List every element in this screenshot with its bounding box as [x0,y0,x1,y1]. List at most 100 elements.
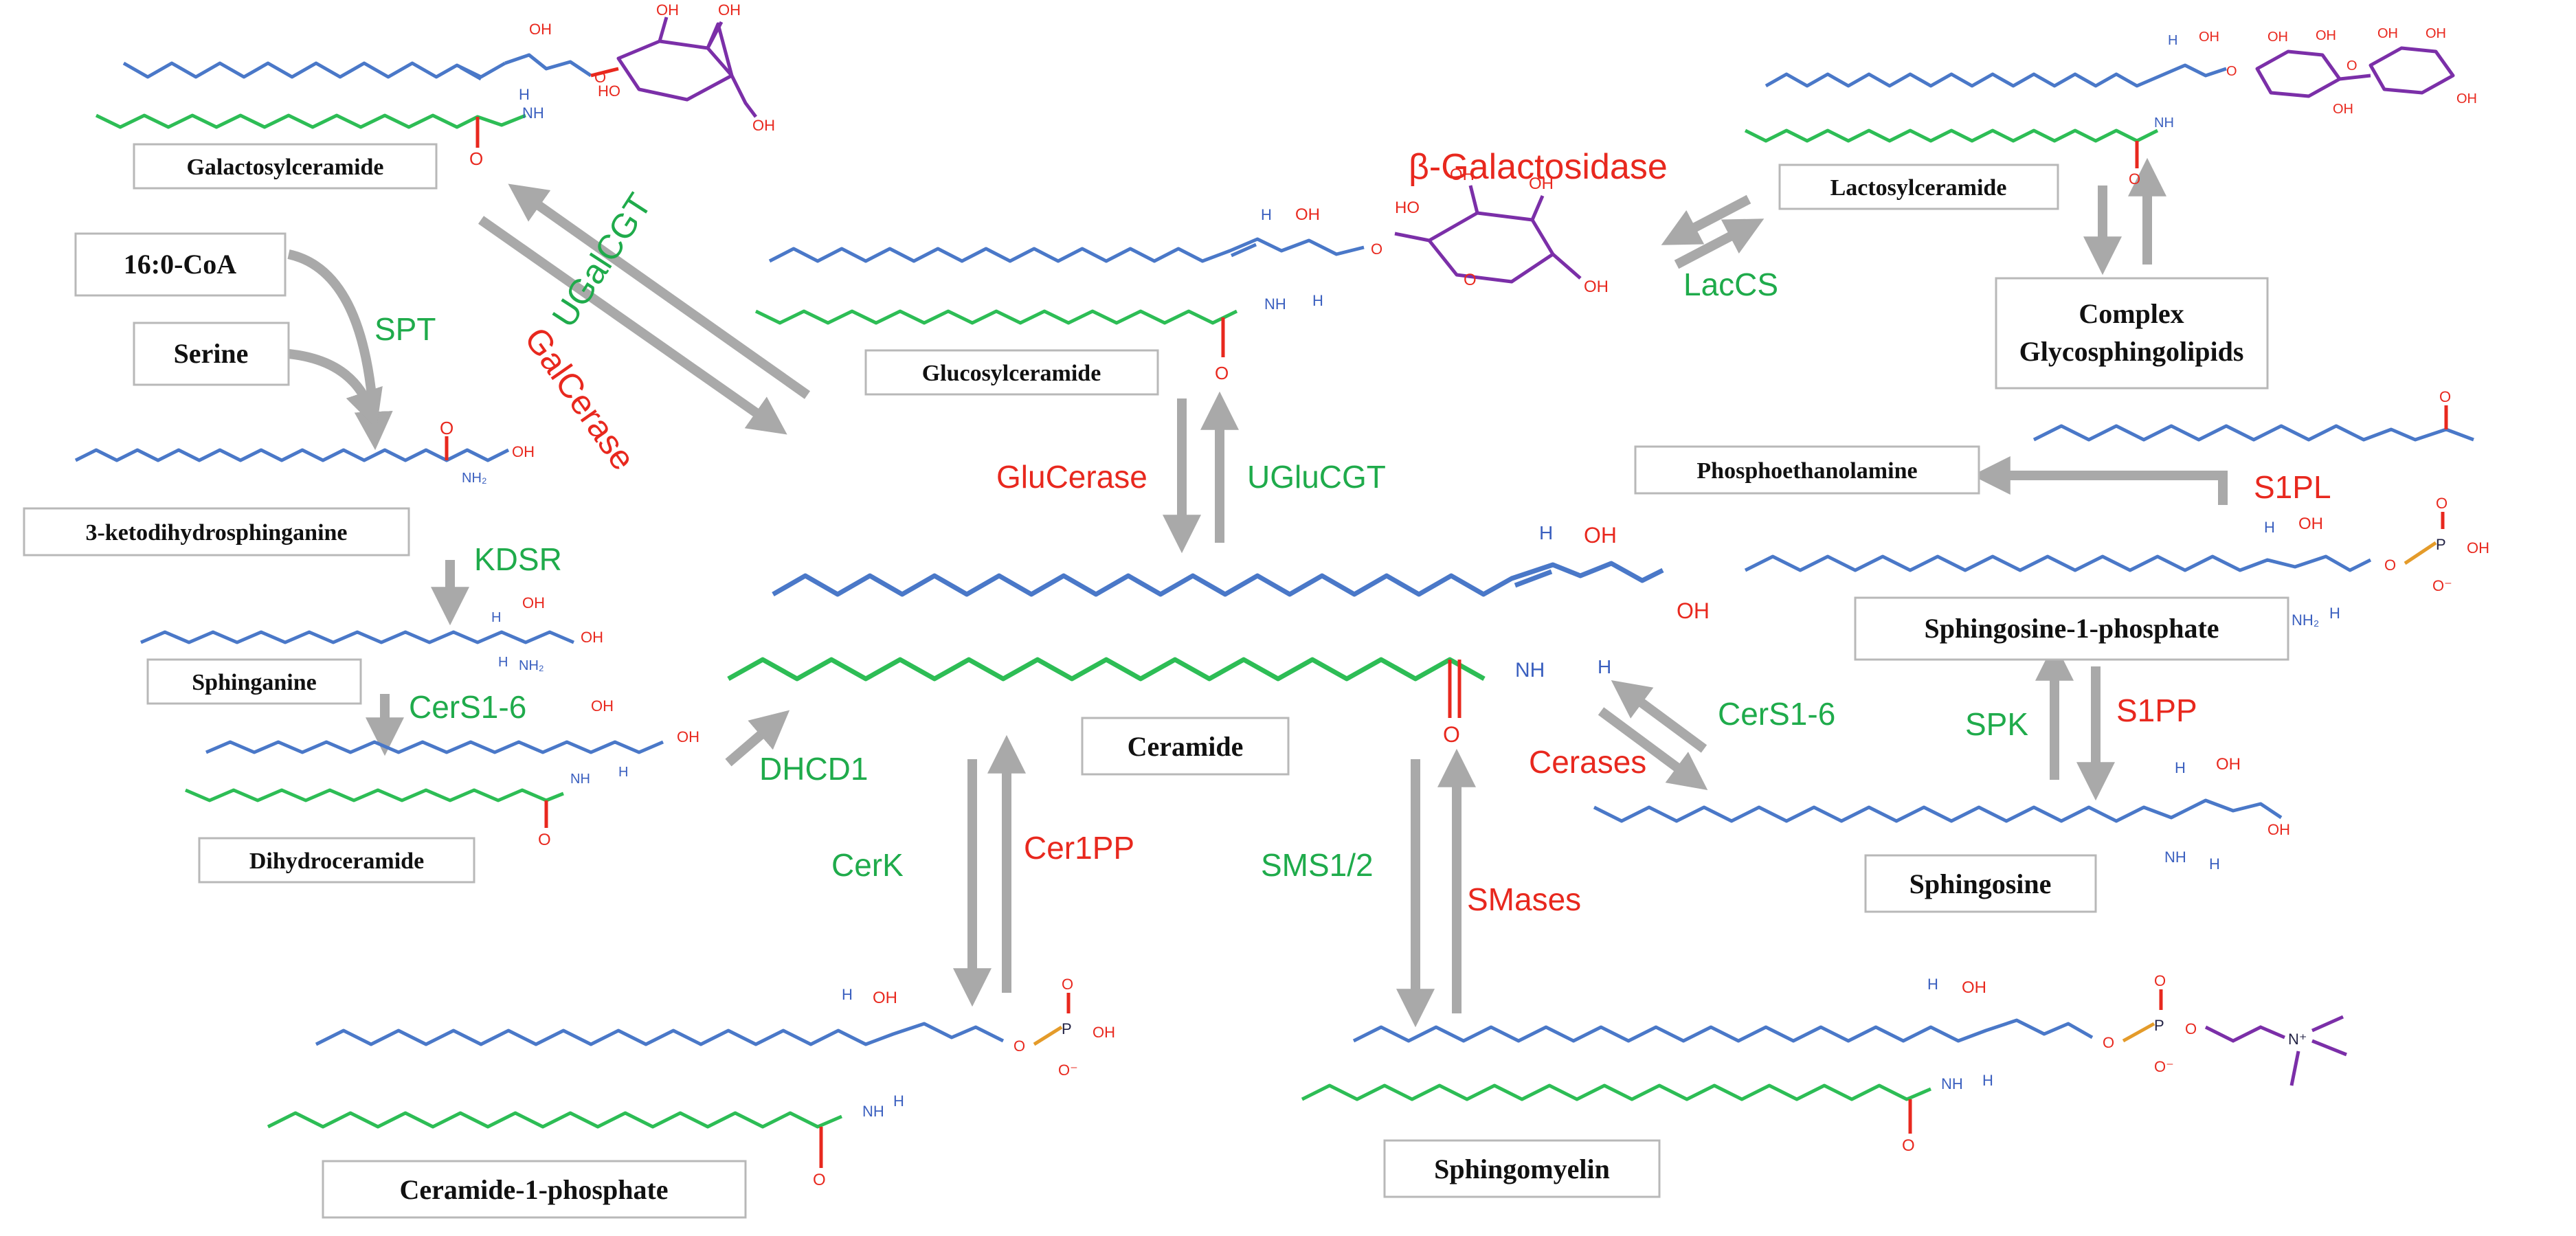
enzyme-smases: SMases [1467,881,1581,917]
svg-text:H: H [1598,656,1611,677]
glucosylceramide-label-box [864,349,1159,396]
svg-text:H: H [618,765,628,780]
molecule-labels: Galactosylceramide 16:0-CoA Serine 3-ket… [23,143,2289,1219]
svg-text:O: O [1902,1136,1915,1155]
enzyme-s1pp: S1PP [2116,693,2197,728]
galactosylceramide-label-box [133,143,438,190]
svg-text:O: O [469,148,483,169]
svg-text:NH₂: NH₂ [2292,611,2319,629]
svg-text:OH: OH [2267,821,2290,838]
svg-text:NH: NH [2164,849,2186,866]
ceramide-1-phosphate-label-box [322,1160,747,1219]
ketodihydrosphinganine-label: 3-ketodihydrosphinganine [85,520,347,546]
ceramide-label-box [1081,717,1290,776]
svg-text:N⁺: N⁺ [2288,1031,2307,1048]
arrow-serine-to-keto [288,349,383,429]
svg-text:O: O [1062,976,1073,993]
svg-text:NH: NH [1515,659,1545,682]
sphinganine-structure: OH H NH₂ H OH [140,594,603,673]
svg-text:OH: OH [1962,978,1986,997]
svg-text:OH: OH [1450,166,1475,184]
svg-text:H: H [519,86,530,103]
svg-text:H: H [1312,292,1323,309]
svg-text:OH: OH [1584,278,1609,296]
enzyme-kdsr: KDSR [474,541,562,577]
svg-text:O⁻: O⁻ [2432,577,2452,594]
svg-text:OH: OH [2456,91,2477,106]
svg-text:O: O [2154,972,2166,989]
enzyme-spk: SPK [1965,706,2028,742]
svg-text:OH: OH [677,728,699,745]
svg-text:OH: OH [591,697,614,715]
svg-text:O: O [1443,722,1460,747]
lactosylceramide-label-box [1778,164,2059,210]
svg-text:H: H [842,986,853,1003]
glucosylceramide-label: Glucosylceramide [922,361,1101,386]
enzyme-sms: SMS1/2 [1261,847,1374,883]
svg-text:O: O [1464,271,1477,289]
svg-text:O: O [2103,1034,2114,1051]
svg-text:H: H [2168,33,2177,48]
svg-text:NH: NH [862,1103,884,1120]
ceramide-1-phosphate-structure: O NH OH H H O P O OH O⁻ [267,976,1115,1189]
glucosylceramide-structure: O NH OH H H O OH OH HO OH O [754,166,1609,383]
svg-text:P: P [1062,1020,1072,1037]
svg-text:NH₂: NH₂ [519,658,544,673]
ketodihydrosphinganine-label-box [23,507,410,557]
sphingomyelin-label-box [1383,1139,1661,1198]
enzyme-spt: SPT [374,311,436,347]
sphingosine-label-box [1864,854,2097,913]
svg-text:OH: OH [1295,205,1320,224]
svg-text:H: H [2329,605,2340,622]
svg-text:NH₂: NH₂ [462,471,487,486]
svg-text:OH: OH [1677,598,1710,623]
svg-text:H: H [1927,976,1938,993]
sphinganine-label: Sphinganine [192,670,316,695]
svg-text:OH: OH [873,989,897,1007]
sphingosine-structure: OH H NH H OH [1593,755,2290,873]
svg-text:OH: OH [2467,539,2489,557]
svg-text:O: O [1013,1037,1025,1055]
hexadecenal-structure: O [2032,388,2474,442]
enzyme-ugalcgt: UGalCGT [544,186,658,334]
svg-text:OH: OH [2316,28,2336,43]
svg-text:OH: OH [656,1,679,19]
enzyme-glucerase: GluCerase [996,459,1147,495]
svg-text:OH: OH [2333,102,2353,117]
svg-text:H: H [1982,1072,1993,1089]
enzyme-dhcd1: DHCD1 [759,751,868,787]
reaction-arrows [287,157,2228,1028]
galactosylceramide-structure: O NH OH H O OH OH OH HO [95,1,775,169]
svg-text:O⁻: O⁻ [2154,1058,2174,1075]
svg-text:OH: OH [581,629,603,646]
dihydroceramide-structure: O NH OH H OH [185,697,699,849]
galactosylceramide-label: Galactosylceramide [186,155,383,180]
svg-text:OH: OH [529,21,552,38]
lactosylceramide-label: Lactosylceramide [1830,175,2007,201]
svg-text:OH: OH [752,117,775,134]
svg-text:OH: OH [1093,1024,1115,1041]
svg-text:OH: OH [2426,26,2446,41]
arrow-coa-to-keto [287,249,393,451]
svg-text:O: O [2436,495,2448,512]
enzyme-beta-galactosidase: β-Galactosidase [1409,147,1668,187]
arrow-lacer-to-glccer [1661,194,1751,245]
svg-text:OH: OH [512,443,535,460]
sphingomyelin-label: Sphingomyelin [1434,1154,1610,1184]
sphingomyelin-structure: O NH OH H H O P O O⁻ O N⁺ [1301,972,2347,1155]
enzyme-cerk: CerK [831,847,904,883]
enzyme-lacs: LacCS [1683,267,1778,302]
phosphoethanolamine-label-box [1634,445,1980,495]
svg-text:OH: OH [2199,30,2219,45]
svg-text:P: P [2436,536,2446,553]
enzyme-galcerase: GalCerase [517,320,642,477]
arrow-ceramide-to-sphingosine [1598,707,1708,790]
svg-text:H: H [498,655,508,670]
svg-text:O: O [2185,1020,2197,1037]
svg-text:HO: HO [1395,199,1420,217]
arrow-s1p-to-phosphoethanolamine [1971,456,2228,505]
palmitoyl-coa-label: 16:0-CoA [124,249,237,280]
complex-glycosphingolipids-label-box [1995,277,2269,390]
lactosylceramide-structure: O NH OH H O OH OH OH OH O OH OH [1744,26,2477,188]
